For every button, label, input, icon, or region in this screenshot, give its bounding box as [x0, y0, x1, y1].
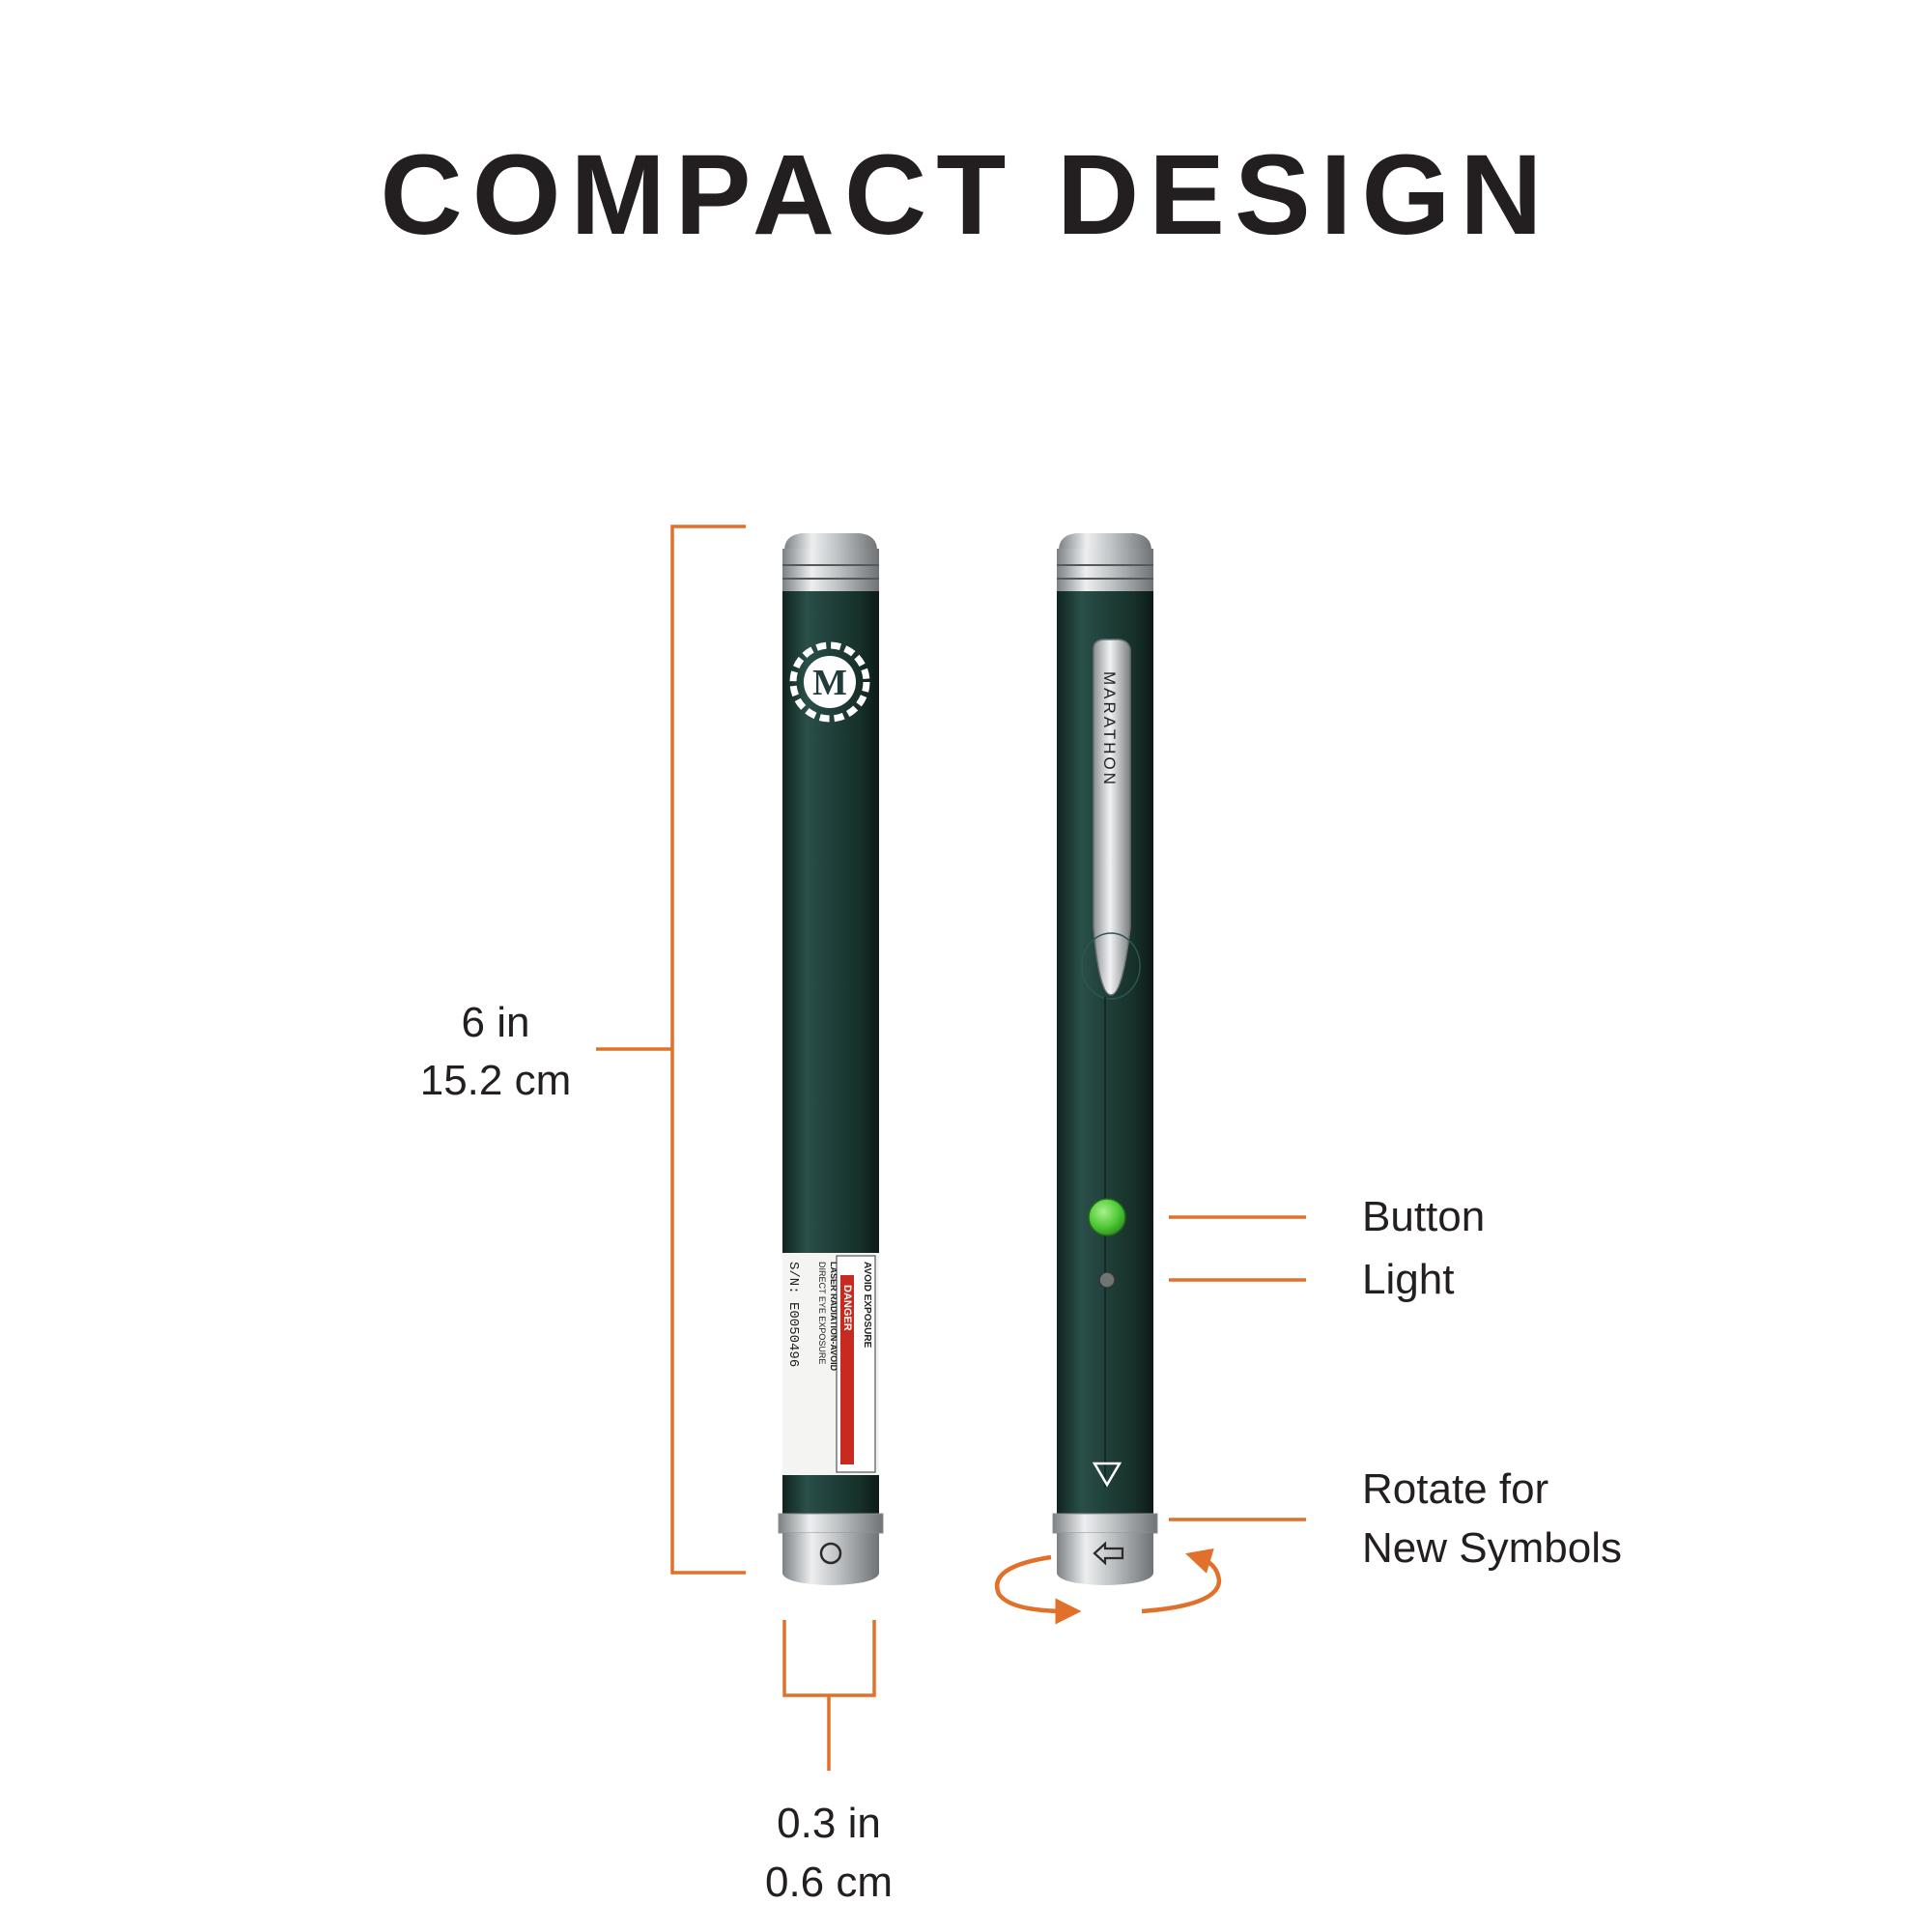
pocket-clip: MARATHON — [1081, 639, 1141, 1000]
bottom-cap — [778, 1513, 884, 1585]
arrow-left-icon — [1093, 1541, 1124, 1566]
rotation-arrows-icon — [995, 1548, 1222, 1625]
top-cap — [782, 533, 879, 591]
triangle-down-icon — [1092, 1462, 1122, 1488]
rotate-callout-label-line1: Rotate for — [1362, 1465, 1548, 1513]
label-danger-text: DANGER — [841, 1285, 853, 1331]
top-cap — [1057, 533, 1153, 591]
label-warning-text: AVOID EXPOSURE — [862, 1262, 872, 1349]
pen-rear-view: M AVOID EXPOSURE DANGER LASER RADIATION-… — [778, 533, 884, 1585]
width-cm-label: 0.6 cm — [765, 1859, 893, 1906]
indicator-light — [1098, 1271, 1116, 1289]
light-callout-label: Light — [1362, 1256, 1454, 1303]
width-inches-label: 0.3 in — [777, 1800, 881, 1847]
pen-front-view: MARATHON — [1052, 533, 1158, 1585]
brand-text: MARATHON — [1100, 671, 1119, 787]
rotate-callout-label-line2: New Symbols — [1362, 1524, 1622, 1572]
marathon-logo-icon: M — [789, 641, 870, 723]
length-cm-label: 15.2 cm — [420, 1057, 572, 1104]
length-inches-label: 6 in — [462, 999, 530, 1046]
logo-letter: M — [812, 663, 847, 703]
label-line1-text: LASER RADIATION-AVOID — [829, 1262, 838, 1372]
rotating-cap[interactable] — [1052, 1513, 1158, 1585]
circle-icon — [819, 1542, 842, 1565]
label-line2-text: DIRECT EYE EXPOSURE — [817, 1262, 827, 1364]
button-callout-label: Button — [1362, 1193, 1485, 1240]
label-serial-text: S/N: E0050496 — [785, 1262, 801, 1367]
laser-button[interactable] — [1088, 1198, 1126, 1236]
laser-warning-label: AVOID EXPOSURE DANGER LASER RADIATION-AV… — [782, 1253, 879, 1475]
width-dimension-bracket — [782, 1620, 876, 1771]
page-title: COMPACT DESIGN — [381, 131, 1552, 259]
height-dimension-bracket — [596, 525, 746, 1575]
callout-lines — [1169, 1215, 1306, 1521]
